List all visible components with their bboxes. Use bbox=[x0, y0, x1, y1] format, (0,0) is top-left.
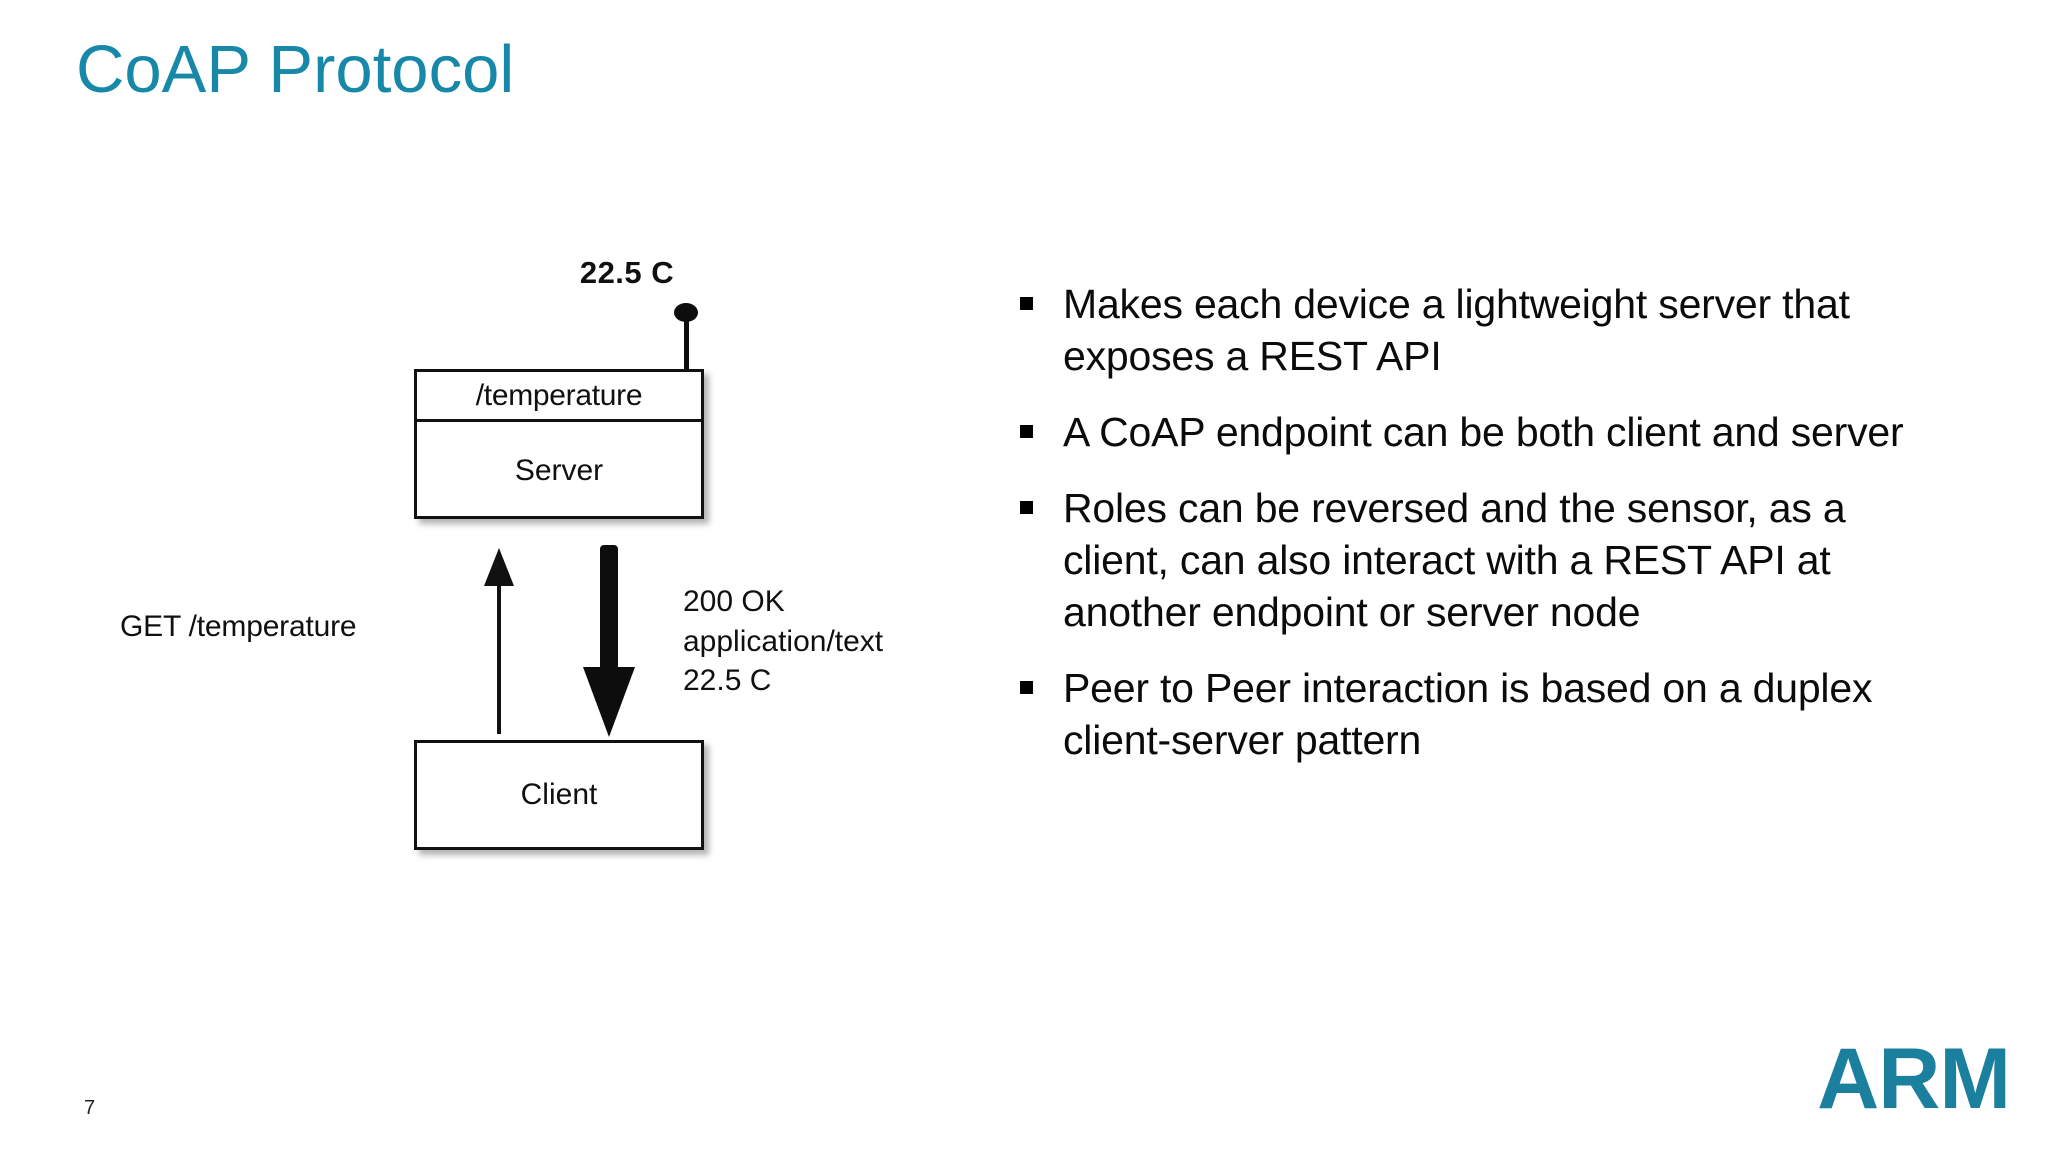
client-node-box: Client bbox=[414, 740, 704, 850]
server-node-box: /temperature Server bbox=[414, 369, 704, 519]
bullet-text: Peer to Peer interaction is based on a d… bbox=[1063, 665, 1873, 764]
sensor-connector-line bbox=[684, 319, 689, 373]
bullet-text: Roles can be reversed and the sensor, as… bbox=[1063, 485, 1846, 636]
server-resource-label: /temperature bbox=[417, 372, 701, 422]
square-bullet-icon bbox=[1020, 501, 1033, 515]
square-bullet-icon bbox=[1020, 297, 1033, 310]
response-status-label: 200 OK bbox=[683, 585, 785, 618]
list-item: A CoAP endpoint can be both client and s… bbox=[1020, 406, 1920, 458]
sensor-endpoint-dot-icon bbox=[674, 303, 698, 322]
server-role-label: Server bbox=[514, 454, 604, 487]
page-title: CoAP Protocol bbox=[76, 32, 515, 107]
coap-interaction-diagram: 22.5 C /temperature Server GET /temperat… bbox=[120, 255, 1000, 895]
square-bullet-icon bbox=[1020, 681, 1033, 695]
response-arrow-down-icon bbox=[582, 545, 636, 737]
response-label-group: 200 OK application/text 22.5 C bbox=[683, 582, 883, 701]
client-role-label: Client bbox=[520, 778, 598, 811]
response-content-type-label: application/text bbox=[683, 624, 884, 658]
square-bullet-icon bbox=[1020, 425, 1033, 439]
bullet-list: Makes each device a lightweight server t… bbox=[1020, 278, 1920, 791]
response-payload-label: 22.5 C bbox=[683, 664, 772, 698]
bullet-text: Makes each device a lightweight server t… bbox=[1063, 281, 1850, 380]
list-item: Peer to Peer interaction is based on a d… bbox=[1020, 662, 1920, 766]
page-number: 7 bbox=[84, 1097, 96, 1119]
sensor-value-label: 22.5 C bbox=[579, 255, 675, 290]
arm-logo: ARM bbox=[1817, 1031, 2011, 1127]
request-arrow-up-icon bbox=[482, 548, 516, 734]
request-label: GET /temperature bbox=[120, 610, 357, 643]
list-item: Roles can be reversed and the sensor, as… bbox=[1020, 482, 1920, 638]
bullet-text: A CoAP endpoint can be both client and s… bbox=[1063, 409, 1904, 456]
list-item: Makes each device a lightweight server t… bbox=[1020, 278, 1920, 382]
